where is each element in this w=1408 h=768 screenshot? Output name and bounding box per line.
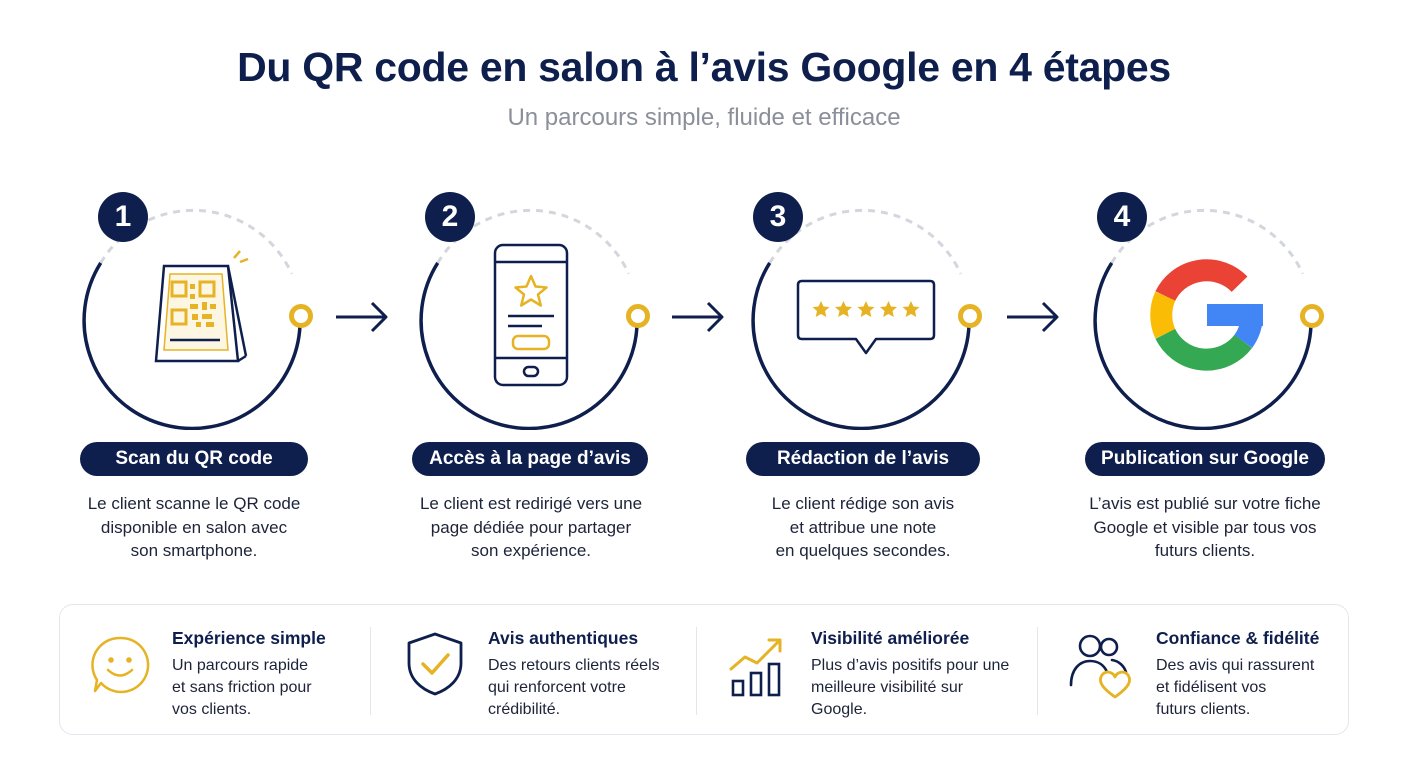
google-logo-icon — [1150, 259, 1263, 371]
step-description: Le client est redirigé vers une page déd… — [419, 494, 643, 560]
step-description: L’avis est publié sur votre fiche Google… — [1089, 494, 1321, 560]
users-heart-icon — [1069, 634, 1132, 699]
benefit-simple-experience: Expérience simple Un parcours rapide et … — [60, 605, 370, 736]
step-description: Le client rédige son avis et attribue un… — [771, 494, 955, 560]
benefit-title: Visibilité améliorée — [811, 628, 970, 648]
benefit-text: Des retours clients réels qui renforcent… — [488, 657, 660, 718]
step-4: 4 Publication sur Google L’avis est publ… — [1075, 190, 1335, 570]
benefit-authentic-reviews: Avis authentiques Des retours clients ré… — [371, 605, 696, 736]
growth-chart-icon — [729, 638, 782, 697]
step-number-badge: 4 — [1097, 192, 1147, 242]
step-circle: 4 — [1075, 190, 1335, 430]
benefit-title: Avis authentiques — [488, 628, 639, 648]
step-1: 1 Scan du QR code Le client scanne le QR… — [64, 190, 324, 570]
step-label: Publication sur Google — [1085, 442, 1325, 476]
shield-check-icon — [407, 632, 463, 696]
step-description: Le client scanne le QR code disponible e… — [87, 494, 301, 560]
step-2: 2 Accès à la page d’avis Le client est r… — [401, 190, 661, 570]
benefit-title: Expérience simple — [172, 628, 326, 648]
benefit-text: Plus d’avis positifs pour une meilleure … — [811, 657, 1010, 718]
step-number-badge: 3 — [753, 192, 803, 242]
benefit-text: Des avis qui rassurent et fidélisent vos… — [1156, 657, 1315, 718]
smartphone-review-page-icon — [493, 243, 569, 387]
step-label: Scan du QR code — [80, 442, 308, 476]
benefit-text: Un parcours rapide et sans friction pour… — [172, 657, 312, 718]
step-number-badge: 1 — [98, 192, 148, 242]
qr-code-stand-icon — [154, 250, 249, 363]
benefit-trust-loyalty: Confiance & fidélité Des avis qui rassur… — [1038, 605, 1348, 736]
step-3: 3 Rédaction de l’avis Le client rédige s… — [733, 190, 993, 570]
divider — [696, 627, 697, 715]
five-star-review-bubble-icon — [796, 279, 936, 355]
benefits-panel: Expérience simple Un parcours rapide et … — [59, 604, 1349, 735]
step-label: Accès à la page d’avis — [412, 442, 648, 476]
arrow-right-icon — [672, 301, 724, 333]
page-subtitle: Un parcours simple, fluide et efficace — [507, 104, 901, 131]
step-number-badge: 2 — [425, 192, 475, 242]
divider — [1037, 627, 1038, 715]
smiley-icon — [91, 636, 150, 694]
benefit-title: Confiance & fidélité — [1156, 628, 1320, 648]
step-circle: 2 — [401, 190, 661, 430]
benefit-improved-visibility: Visibilité améliorée Plus d’avis positif… — [697, 605, 1037, 736]
arrow-right-icon — [1007, 301, 1059, 333]
divider — [370, 627, 371, 715]
step-circle: 1 — [64, 190, 324, 430]
step-circle: 3 — [733, 190, 993, 430]
arrow-right-icon — [336, 301, 388, 333]
page-title: Du QR code en salon à l’avis Google en 4… — [237, 44, 1171, 90]
step-label: Rédaction de l’avis — [746, 442, 980, 476]
